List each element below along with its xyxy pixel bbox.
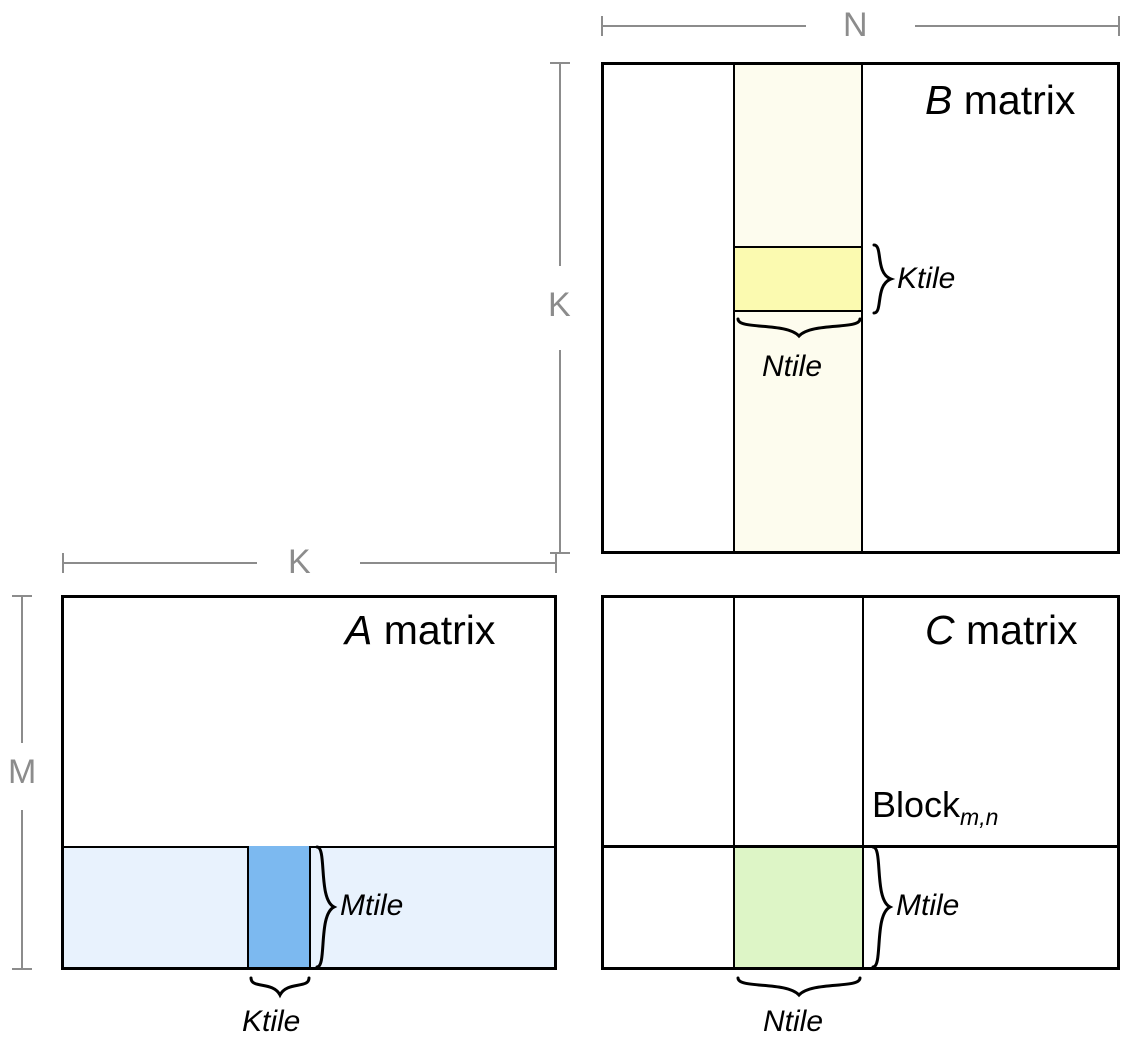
- dimension-n-tick-right: [1118, 16, 1120, 36]
- dimension-k-horizontal-label: K: [288, 543, 311, 581]
- c-matrix-word: matrix: [954, 607, 1078, 653]
- c-mtile-brace: [870, 845, 896, 970]
- c-matrix-block-label: Blockm,n: [872, 787, 998, 829]
- dimension-m-tick-top: [12, 595, 32, 597]
- dimension-n-line-right: [915, 25, 1120, 27]
- dimension-n-line-left: [601, 25, 806, 27]
- dimension-n-label: N: [843, 6, 868, 44]
- b-ktile-label: Ktile: [897, 262, 956, 295]
- dimension-k-horizontal-line-left: [62, 562, 257, 564]
- a-ktile-brace: [249, 975, 311, 1001]
- b-matrix-ktile-ntile-block: [733, 246, 863, 312]
- dimension-m-line-bottom: [21, 810, 23, 970]
- dimension-k-vertical-tick-bottom: [550, 552, 570, 554]
- a-matrix-symbol: A: [345, 607, 373, 653]
- a-matrix-word: matrix: [372, 607, 496, 653]
- b-ktile-brace: [871, 243, 897, 315]
- dimension-m-line-top: [21, 595, 23, 743]
- a-matrix-mtile-ktile-block: [247, 846, 311, 967]
- a-mtile-label: Mtile: [340, 889, 404, 922]
- a-matrix-label: A matrix: [345, 610, 495, 651]
- c-matrix-label: C matrix: [925, 610, 1078, 651]
- b-matrix-word: matrix: [952, 77, 1076, 123]
- a-ktile-label: Ktile: [242, 1005, 301, 1038]
- c-matrix-grid-line-vertical-1: [733, 598, 735, 967]
- dimension-k-vertical-line-top: [559, 62, 561, 266]
- block-label-base: Block: [872, 784, 961, 825]
- dimension-k-horizontal-tick-left: [62, 553, 64, 573]
- b-ntile-brace: [736, 316, 862, 342]
- dimension-k-vertical-tick-top: [550, 62, 570, 64]
- c-matrix-block-tile: [734, 847, 862, 967]
- dimension-k-vertical-label: K: [548, 286, 571, 324]
- dimension-k-horizontal-tick-right: [555, 553, 557, 573]
- c-ntile-label: Ntile: [763, 1005, 824, 1038]
- b-ntile-label: Ntile: [762, 350, 823, 383]
- b-matrix-symbol: B: [925, 77, 953, 123]
- b-matrix-label: B matrix: [925, 80, 1075, 121]
- dimension-m-label: M: [8, 753, 37, 791]
- block-label-subscript: m,n: [960, 804, 999, 831]
- dimension-k-horizontal-line-right: [360, 562, 557, 564]
- c-matrix-grid-line-vertical-2: [862, 598, 864, 967]
- dimension-n-tick-left: [601, 16, 603, 36]
- c-mtile-label: Mtile: [896, 889, 960, 922]
- a-mtile-brace: [314, 845, 340, 970]
- c-matrix-symbol: C: [925, 607, 955, 653]
- c-ntile-brace: [736, 975, 862, 1001]
- c-matrix-grid-line-horizontal-1: [604, 845, 1117, 848]
- dimension-m-tick-bottom: [12, 968, 32, 970]
- dimension-k-vertical-line-bottom: [559, 350, 561, 554]
